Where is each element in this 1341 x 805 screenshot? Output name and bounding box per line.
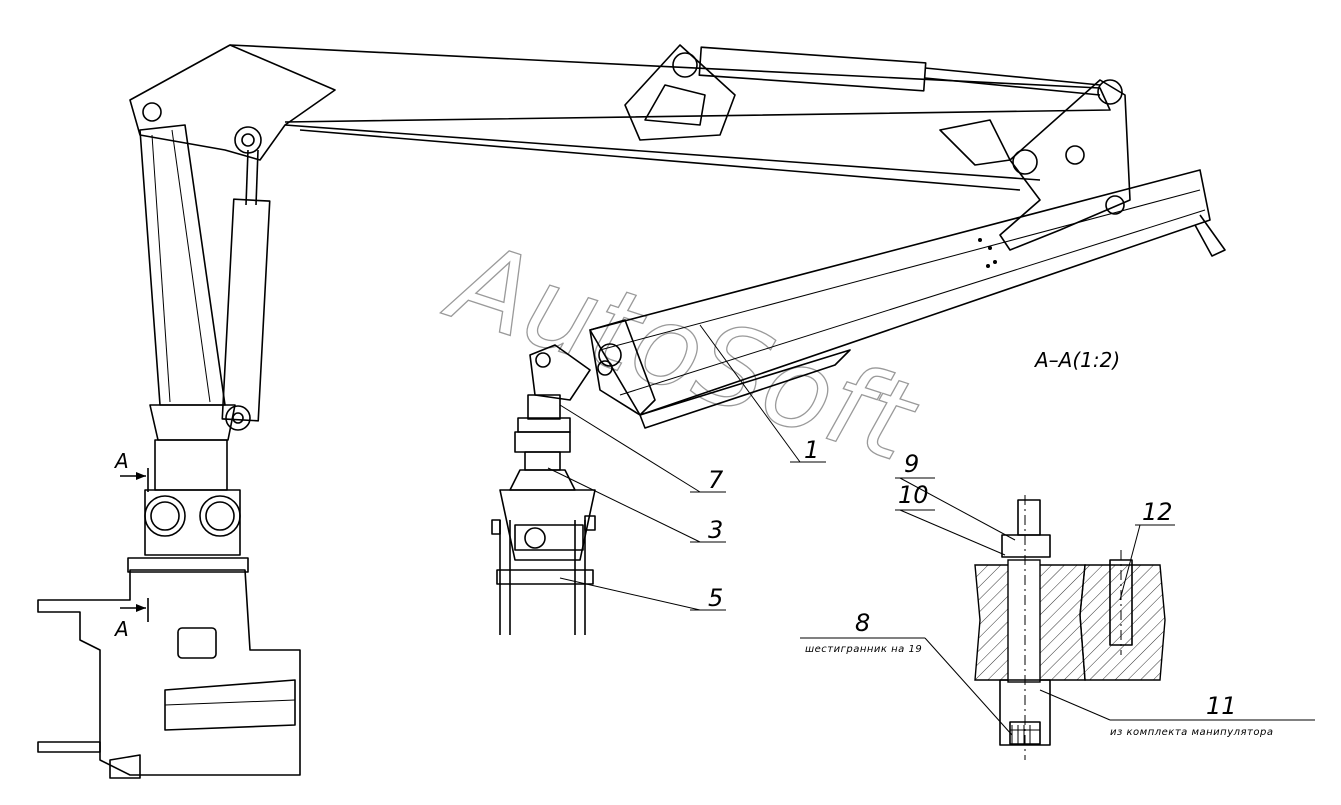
main-boom (129, 44, 1131, 251)
callout-8: 8 (855, 609, 870, 637)
grapple-assembly (491, 344, 596, 635)
outer-boom (589, 169, 1226, 429)
callout-7: 7 (708, 466, 724, 494)
section-mark-bottom: А (113, 617, 129, 641)
callout-10: 10 (898, 481, 929, 509)
section-mark-top: А (113, 449, 129, 473)
callout-9: 9 (904, 450, 919, 478)
callout-11: 11 (1206, 692, 1237, 720)
callout-12: 12 (1142, 498, 1173, 526)
leader-lines (547, 324, 826, 611)
watermark: AutoSoft (432, 216, 932, 487)
callout-5: 5 (708, 584, 723, 612)
note-11: из комплекта манипулятора (1110, 727, 1273, 738)
crane-column (139, 124, 271, 431)
crane-base: А А (37, 404, 301, 779)
section-view (800, 477, 1315, 760)
section-title: А–А(1:2) (1033, 348, 1120, 372)
callout-3: 3 (708, 516, 723, 544)
note-8: шестигранник на 19 (805, 644, 922, 655)
callout-1: 1 (804, 436, 819, 464)
